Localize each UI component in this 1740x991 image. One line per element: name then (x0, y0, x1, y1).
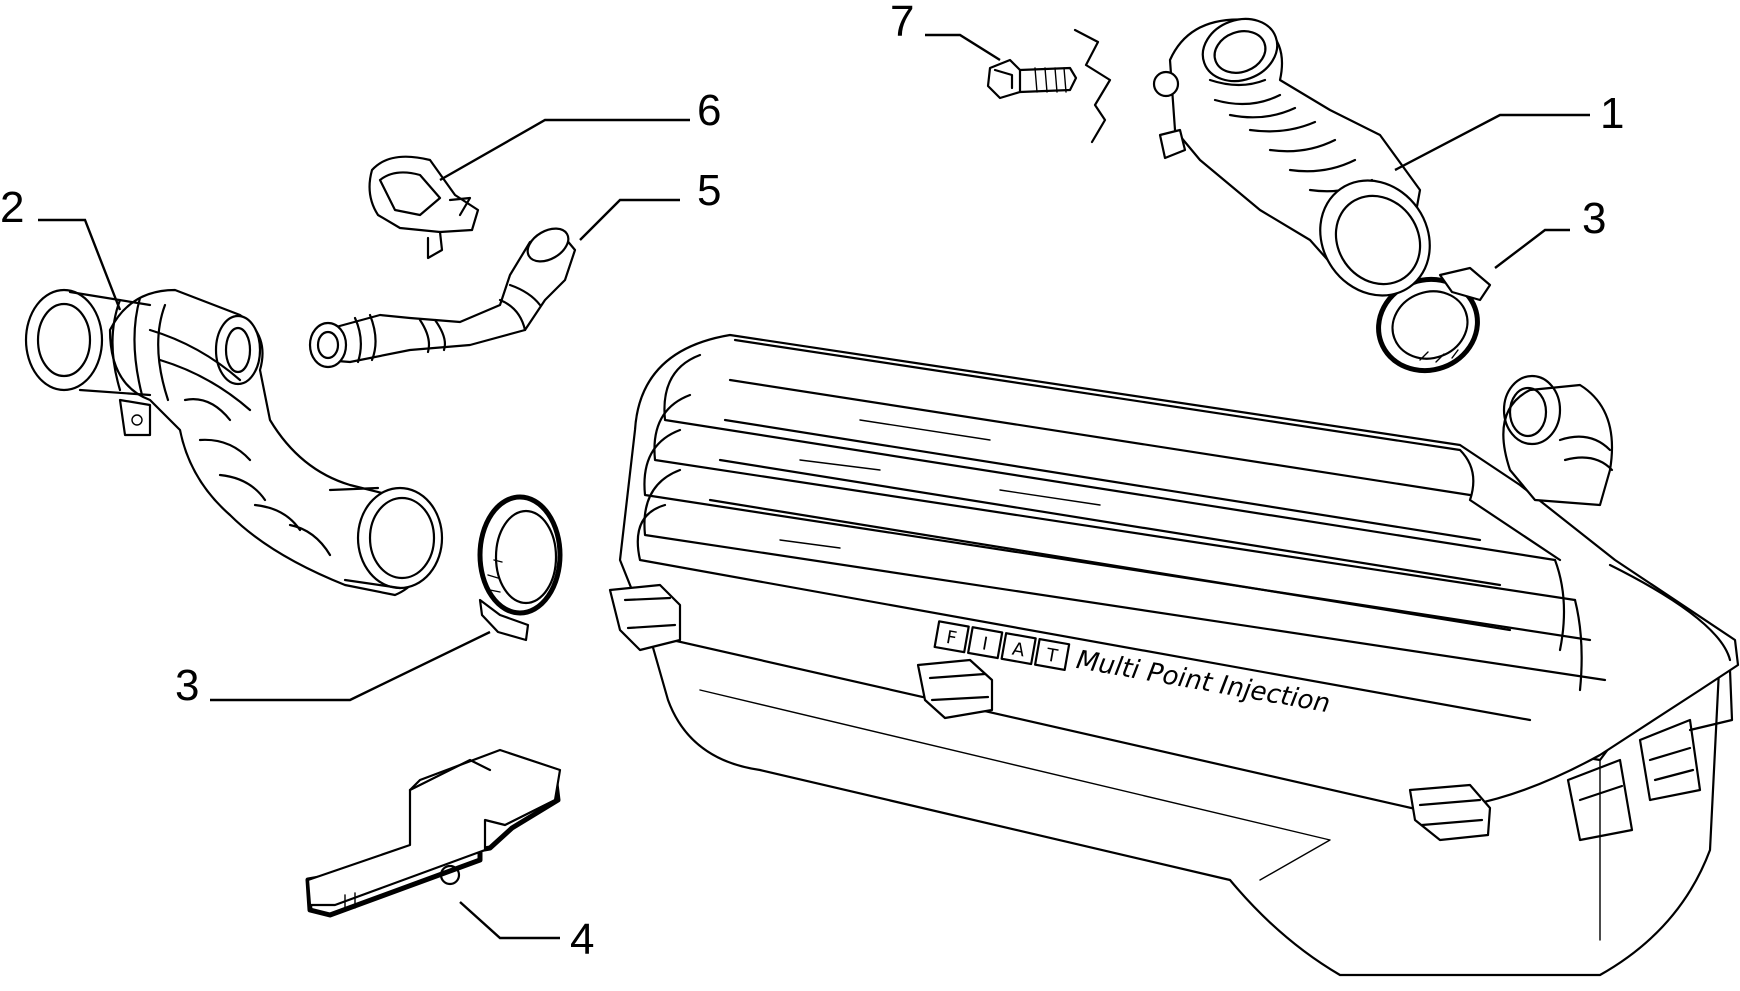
callout-5: 5 (697, 166, 721, 215)
callout-3-right: 3 (1582, 194, 1606, 243)
badge-letter-i: I (980, 633, 989, 655)
callout-6: 6 (697, 86, 721, 135)
leader-lines (38, 33, 1590, 940)
part-4-bracket (305, 748, 562, 918)
badge-letter-f: F (944, 627, 958, 649)
badge-letter-a: A (1010, 639, 1026, 662)
callout-7: 7 (890, 0, 914, 46)
part-3-hose-clamp-left (477, 494, 563, 642)
air-filter-housing: F I A T Multi Point Injection (608, 333, 1740, 977)
callout-4: 4 (570, 915, 594, 964)
part-7-bolt (986, 28, 1112, 144)
badge-letter-t: T (1044, 644, 1060, 667)
part-5-small-hose (308, 227, 577, 369)
part-2-inlet-duct (24, 288, 444, 597)
callout-labels: 1 2 3 3 4 5 6 7 (0, 0, 1624, 964)
part-1-upper-duct (1152, 17, 1431, 297)
callout-2: 2 (0, 183, 24, 232)
part-6-clip (368, 155, 480, 260)
callout-1: 1 (1600, 89, 1624, 138)
callout-3-left: 3 (175, 661, 199, 710)
